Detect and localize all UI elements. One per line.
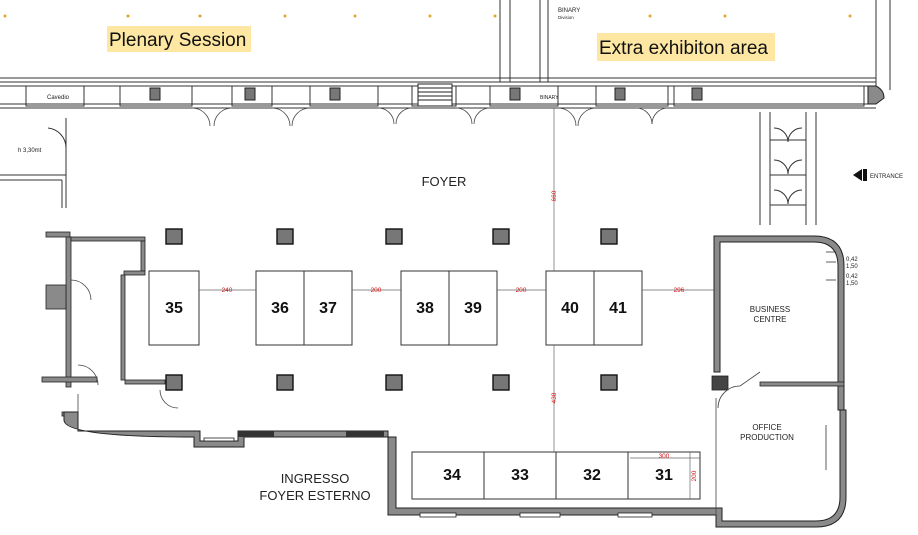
office-production-label-2: PRODUCTION bbox=[740, 433, 794, 442]
entrance-arrow-bar bbox=[863, 169, 867, 181]
booth-32-label: 32 bbox=[583, 467, 601, 484]
bottom-wall-blocks bbox=[238, 431, 384, 437]
booth-36[interactable] bbox=[255, 270, 305, 346]
booth-41-label: 41 bbox=[609, 300, 627, 317]
booth-37-label: 37 bbox=[319, 300, 337, 317]
business-centre-doors bbox=[715, 371, 761, 515]
binary-door-label: BINARY bbox=[540, 95, 559, 101]
booth-38[interactable] bbox=[400, 270, 450, 346]
booth-38-label: 38 bbox=[416, 300, 434, 317]
door-swings bbox=[191, 107, 669, 127]
corner-wall-top-right bbox=[867, 85, 885, 105]
dim-300: 300 bbox=[659, 453, 670, 460]
staircase bbox=[417, 83, 453, 107]
business-centre-divider bbox=[759, 381, 845, 387]
ingresso-label-1: INGRESSO bbox=[281, 471, 350, 486]
ingresso-label-2: FOYER ESTERNO bbox=[259, 488, 370, 503]
business-centre-wall bbox=[713, 235, 845, 411]
booth-31-label: 31 bbox=[655, 467, 673, 484]
binary-division-sub: Division bbox=[558, 15, 574, 20]
dim-240: 240 bbox=[222, 287, 233, 294]
right-windows bbox=[825, 251, 836, 470]
booth-34-label: 34 bbox=[443, 467, 461, 484]
columns bbox=[165, 228, 618, 391]
booth-36-label: 36 bbox=[271, 300, 289, 317]
booth-41[interactable] bbox=[593, 270, 643, 346]
booth-39-label: 39 bbox=[464, 300, 482, 317]
binary-division-label: BINARY bbox=[558, 8, 580, 14]
entrance-doors bbox=[759, 112, 817, 225]
plenary-session-label: Plenary Session bbox=[109, 30, 246, 51]
business-centre-label-1: BUSINESS bbox=[750, 305, 790, 314]
left-walls bbox=[41, 231, 166, 417]
booth-37[interactable] bbox=[303, 270, 353, 346]
dim-296: 296 bbox=[674, 287, 685, 294]
entrance-label: ENTRANCE bbox=[870, 174, 903, 180]
right-dim-042-b: 0,42 bbox=[846, 274, 858, 280]
foyer-label: FOYER bbox=[422, 174, 467, 189]
top-hall bbox=[0, 0, 891, 90]
dim-200-a: 200 bbox=[371, 287, 382, 294]
extra-exhibition-label: Extra exhibiton area bbox=[599, 38, 768, 59]
bottom-wall-openings bbox=[203, 437, 653, 518]
right-dim-150-b: 1,50 bbox=[846, 281, 858, 287]
dim-438: 438 bbox=[551, 392, 558, 403]
booths bbox=[148, 270, 701, 500]
booth-33-label: 33 bbox=[511, 467, 529, 484]
booth-39[interactable] bbox=[448, 270, 498, 346]
right-dim-150-a: 1,50 bbox=[846, 264, 858, 270]
booth-35[interactable] bbox=[148, 270, 200, 346]
booth-40[interactable] bbox=[545, 270, 595, 346]
booth-40-label: 40 bbox=[561, 300, 579, 317]
dimension-lines bbox=[199, 108, 714, 499]
wall-pillars-top bbox=[149, 87, 703, 101]
right-dim-042-a: 0,42 bbox=[846, 257, 858, 263]
ceiling-markers bbox=[3, 14, 852, 18]
staircase-steps bbox=[418, 87, 452, 101]
booth-34[interactable] bbox=[411, 451, 485, 500]
booth-35-label: 35 bbox=[165, 300, 183, 317]
dim-200-c: 200 bbox=[691, 470, 698, 481]
office-production-label-1: OFFICE bbox=[752, 423, 781, 432]
business-centre-post bbox=[711, 375, 729, 391]
cavedio-label: Cavedio bbox=[47, 95, 70, 101]
outer-wall-bottom bbox=[63, 409, 847, 528]
left-rooms bbox=[0, 118, 67, 208]
entrance-arrow-icon bbox=[853, 169, 862, 181]
height-note: h 3,30mt bbox=[18, 148, 42, 154]
dim-200-b: 200 bbox=[516, 287, 527, 294]
dim-660: 660 bbox=[551, 190, 558, 201]
left-doors bbox=[70, 279, 179, 412]
booth-31[interactable] bbox=[627, 451, 701, 500]
extra-area-highlight bbox=[597, 33, 775, 61]
plenary-highlight bbox=[107, 26, 251, 52]
business-centre-label-2: CENTRE bbox=[754, 315, 787, 324]
